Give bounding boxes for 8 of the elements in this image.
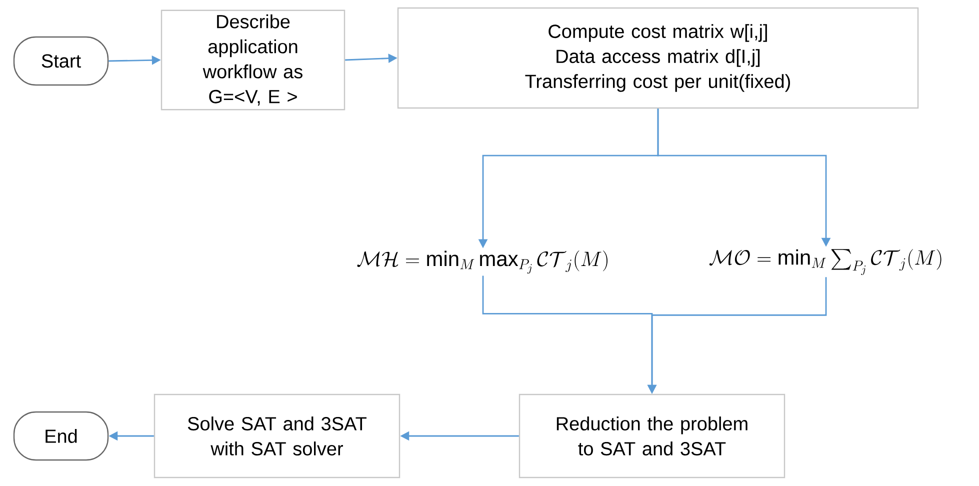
formula: $\mathcal{MH} = \min_{M} \max_{P_j} \mathcal{CT}_j(M)$	[357, 250, 608, 274]
process-box: Compute cost matrix w[i,j] Data access matrix d[I,j] Transferring cost per unit(fixed)	[397, 7, 919, 109]
formula: $\mathcal{MO} = \min_{M} \sum_{P_j} \mathcal{CT}_j(M)$	[709, 249, 942, 276]
process-box: Solve SAT and 3SAT with SAT solver	[154, 394, 400, 478]
terminal-box: End	[13, 411, 109, 461]
terminal-box: Start	[13, 36, 109, 86]
process-box: Reduction the problem to SAT and 3SAT	[518, 394, 786, 478]
process-box: Describe application workflow as G=<V, E >	[160, 10, 346, 110]
